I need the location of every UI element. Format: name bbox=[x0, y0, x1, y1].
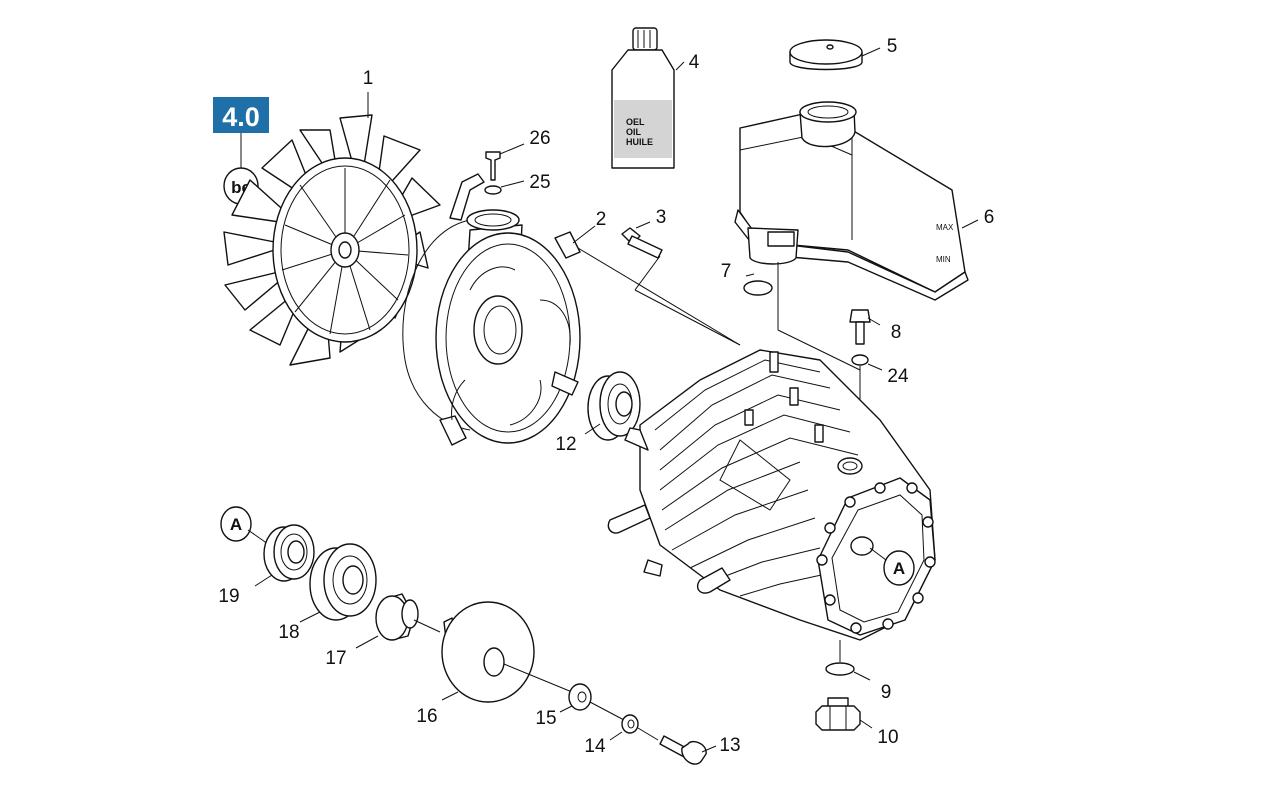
a-mark-housing-label: A bbox=[893, 559, 905, 578]
callout-7: 7 bbox=[721, 261, 732, 282]
callout-2: 2 bbox=[596, 209, 607, 230]
reservoir-min-label: MIN bbox=[936, 255, 951, 264]
callout-17: 17 bbox=[325, 648, 346, 669]
part-1-fan bbox=[223, 114, 441, 366]
callout-18: 18 bbox=[278, 622, 299, 643]
callout-1: 1 bbox=[363, 68, 374, 89]
part-19-shaft-seal bbox=[263, 524, 315, 582]
callout-25: 25 bbox=[529, 172, 550, 193]
part-7-o-ring bbox=[743, 280, 773, 296]
version-badge-label: 4.0 bbox=[222, 102, 260, 132]
part-12-bearing bbox=[587, 371, 641, 441]
part-2-fan-housing bbox=[402, 209, 581, 446]
part-17-bushing bbox=[375, 593, 419, 641]
part-6-reservoir: MAX MIN bbox=[734, 101, 969, 301]
part-15-washer bbox=[568, 683, 592, 711]
callout-26: 26 bbox=[529, 128, 550, 149]
a-mark-seal: A bbox=[220, 506, 252, 542]
part-3-screw bbox=[621, 227, 663, 259]
bottle-label-1: OEL bbox=[626, 117, 645, 127]
part-8-screw bbox=[849, 309, 871, 345]
part-5-cap bbox=[789, 39, 863, 71]
callout-19: 19 bbox=[218, 586, 239, 607]
part-18-bearing bbox=[309, 543, 377, 621]
bottle-label-2: OIL bbox=[626, 127, 642, 137]
part-13-bolt bbox=[659, 735, 707, 765]
part-10-drain-plug bbox=[815, 697, 861, 731]
callout-10: 10 bbox=[877, 727, 898, 748]
callout-24: 24 bbox=[887, 366, 909, 387]
callout-16: 16 bbox=[416, 706, 437, 727]
callout-12: 12 bbox=[555, 434, 576, 455]
reservoir-max-label: MAX bbox=[936, 223, 954, 232]
part-9-o-ring bbox=[825, 662, 855, 676]
part-4-oil-bottle: OEL OIL HUILE bbox=[611, 27, 675, 169]
callout-13: 13 bbox=[719, 735, 740, 756]
callout-8: 8 bbox=[891, 322, 902, 343]
part-24-washer bbox=[851, 354, 869, 366]
callout-9: 9 bbox=[881, 682, 892, 703]
callout-14: 14 bbox=[584, 736, 606, 757]
callout-5: 5 bbox=[887, 36, 898, 57]
callout-4: 4 bbox=[689, 52, 700, 73]
part-14-washer bbox=[621, 714, 639, 734]
version-badge: 4.0 bbox=[213, 97, 269, 133]
callout-6: 6 bbox=[984, 207, 995, 228]
pump-housing bbox=[607, 349, 936, 641]
a-mark-seal-label: A bbox=[230, 515, 242, 534]
a-mark-housing: A bbox=[883, 550, 915, 586]
part-16-cam-disc bbox=[441, 601, 535, 703]
bottle-label-3: HUILE bbox=[626, 137, 653, 147]
part-25-26-vent bbox=[449, 151, 502, 221]
callout-15: 15 bbox=[535, 708, 556, 729]
callout-3: 3 bbox=[656, 207, 667, 228]
